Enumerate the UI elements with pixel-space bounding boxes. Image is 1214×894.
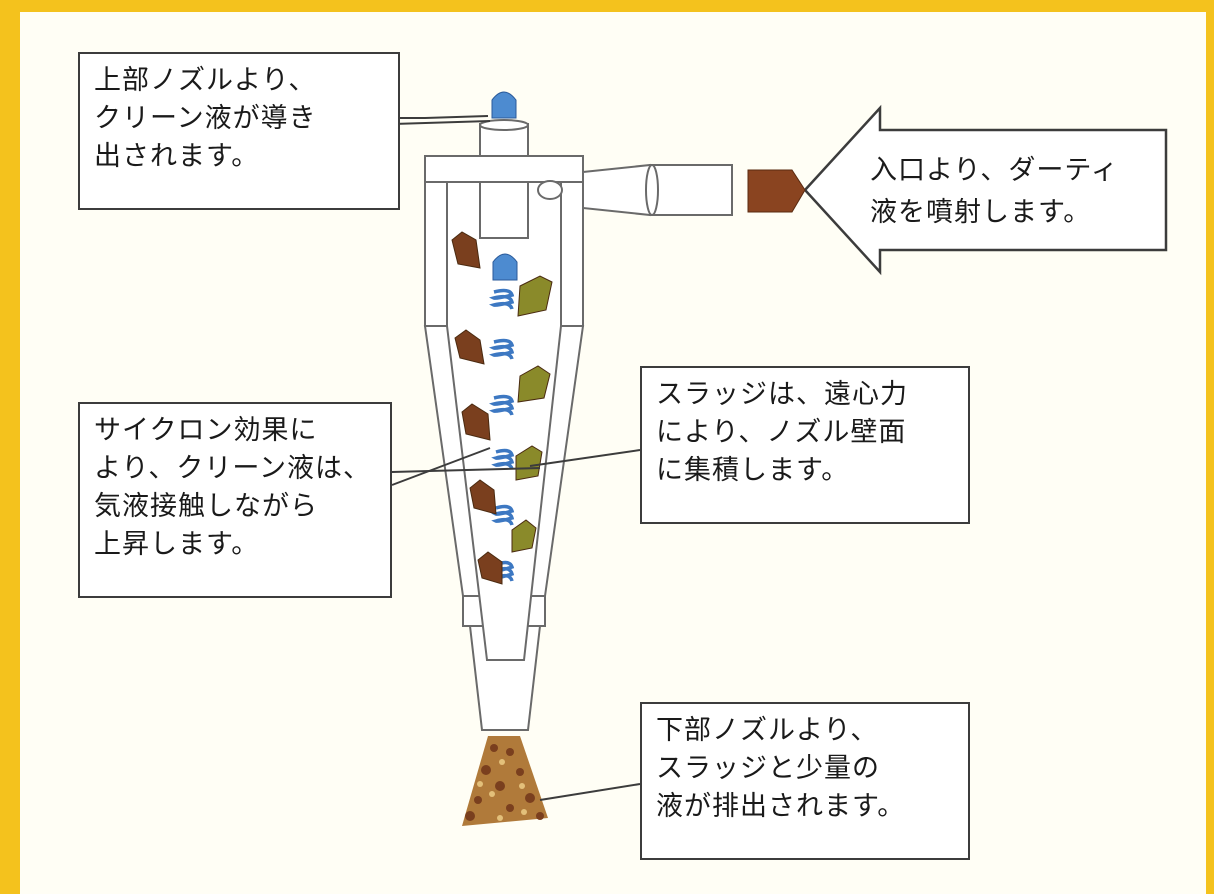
callout-line: より、クリーン液は、: [94, 453, 372, 484]
callout-line: 上部ノズルより、: [94, 65, 317, 96]
callout-line: 下部ノズルより、: [656, 715, 879, 746]
callout-inlet: 入口より、ダーティ 液を噴射します。: [870, 150, 1119, 234]
callout-line: サイクロン効果に: [94, 415, 318, 446]
inlet-pipe: [582, 163, 733, 217]
callout-line: クリーン液が導き: [94, 103, 317, 134]
callout-line: 液を噴射します。: [870, 197, 1092, 228]
blue-nozzle-icon: [492, 253, 518, 281]
callout-top-nozzle: 上部ノズルより、 クリーン液が導き 出されます。: [78, 52, 400, 210]
callout-bottom-nozzle: 下部ノズルより、 スラッジと少量の 液が排出されます。: [640, 702, 970, 860]
callout-line: 入口より、ダーティ: [870, 155, 1119, 186]
callout-cyclone: サイクロン効果に より、クリーン液は、 気液接触しながら 上昇します。: [78, 402, 392, 598]
brown-inlet-icon: [747, 169, 806, 213]
sludge-discharge-icon: [462, 736, 548, 826]
callout-line: スラッジは、遠心力: [656, 379, 908, 410]
inlet-arrow-icon: [803, 104, 1168, 276]
blue-nozzle-icon: [491, 91, 517, 119]
cyclone-body: [423, 119, 585, 731]
callout-line: 出されます。: [94, 141, 260, 172]
callout-line: 液が排出されます。: [656, 791, 906, 822]
callout-line: 上昇します。: [94, 529, 260, 560]
callout-sludge: スラッジは、遠心力 により、ノズル壁面 に集積します。: [640, 366, 970, 524]
callout-line: 気液接触しながら: [94, 491, 318, 522]
sludge-particle-icon: [451, 231, 553, 585]
inlet-port: [537, 180, 563, 200]
callout-line: スラッジと少量の: [656, 753, 880, 784]
callout-line: に集積します。: [656, 455, 850, 486]
callout-line: により、ノズル壁面: [656, 417, 907, 448]
